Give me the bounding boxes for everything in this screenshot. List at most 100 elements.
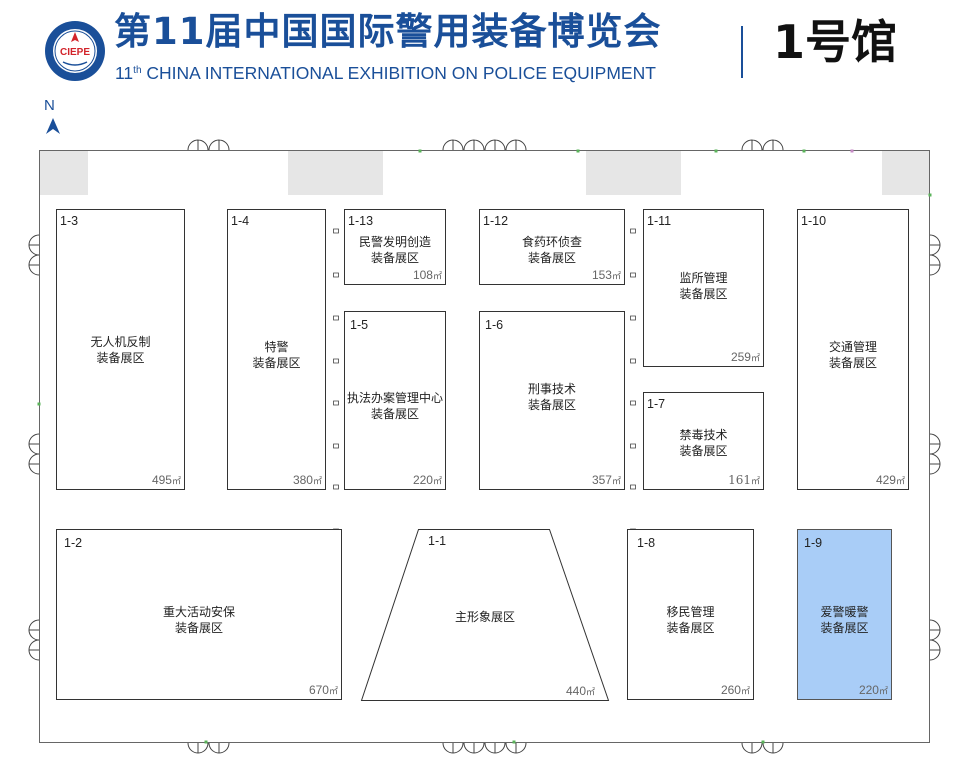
booth-area: 260㎡ [720,683,750,697]
door-icon [505,139,527,151]
door-icon [484,139,506,151]
booth-area: 220㎡ [412,473,442,487]
door-icon [208,139,230,151]
fixture-dot [418,149,422,153]
booth-1-7[interactable]: 1-7 禁毒技术装备展区 161㎡ [643,392,764,490]
booth-id: 1-12 [483,214,509,228]
booth-1-1-outline [360,529,610,701]
aisle-marker-icon [333,228,339,234]
compass-north-label: N [44,97,55,114]
booth-id: 1-13 [348,214,374,228]
booth-area: 161㎡ [728,473,760,487]
aisle-marker-icon [333,484,339,490]
aisle-marker-icon [630,400,636,406]
booth-name: 刑事技术装备展区 [527,381,576,412]
booth-1-13[interactable]: 1-13 民警发明创造装备展区 108㎡ [344,209,446,285]
fixture-dot [714,149,718,153]
fixture-dots [37,149,932,744]
fixture-dot [850,149,854,153]
booth-1-4[interactable]: 1-4 特警装备展区 380㎡ [227,209,326,490]
booth-1-6[interactable]: 1-6 刑事技术装备展区 357㎡ [479,311,625,490]
title-en-text: CHINA INTERNATIONAL EXHIBITION ON POLICE… [146,63,656,83]
door-icon [442,139,464,151]
booth-area: 220㎡ [858,683,888,697]
booth-1-8[interactable]: 1-8 移民管理装备展区 260㎡ [627,529,754,700]
door-icon [762,139,784,151]
door-icon [929,639,941,661]
aisle-marker-icon [630,443,636,449]
booth-name: 民警发明创造装备展区 [358,234,431,265]
wall-block [288,151,383,195]
hall-doors [28,139,941,754]
door-icon [28,453,40,475]
booth-name: 交通管理装备展区 [828,340,877,371]
fixture-dot [761,740,765,744]
fixture-dot [802,149,806,153]
booth-id: 1-11 [647,214,672,228]
booth-area: 670㎡ [308,683,338,697]
fixture-dot [576,149,580,153]
aisle-marker-icon [333,400,339,406]
logo-lettering: CIEPE [60,47,90,58]
booth-id: 1-10 [801,214,827,228]
door-icon [741,139,763,151]
booth-name: 食药环侦查装备展区 [521,234,582,265]
booth-area: 259㎡ [730,350,760,364]
door-icon [741,742,763,754]
fixture-dot [204,740,208,744]
title-en-number: 11 [115,63,134,83]
booth-1-9[interactable]: 1-9 爱警暖警装备展区 220㎡ [797,529,892,700]
aisle-marker-icon [630,358,636,364]
wall-block [40,151,88,195]
booth-id: 1-4 [231,214,250,228]
door-icon [442,742,464,754]
fixture-dot [37,402,41,406]
booth-1-1-id: 1-1 [428,534,447,548]
door-icon [505,742,527,754]
booth-1-12[interactable]: 1-12 食药环侦查装备展区 153㎡ [479,209,625,285]
booth-id: 1-3 [60,214,79,228]
booth-name: 禁毒技术装备展区 [679,427,728,458]
ciepe-logo-icon: CIEPE [45,21,105,81]
door-icon [28,254,40,276]
booth-1-2[interactable]: 1-2 重大活动安保装备展区 670㎡ [56,529,342,700]
booth-id: 1-7 [647,397,666,411]
booth-1-1-area: 440㎡ [566,684,596,698]
door-icon [187,139,209,151]
booth-1-3[interactable]: 1-3 无人机反制装备展区 495㎡ [56,209,185,490]
door-icon [208,742,230,754]
booth-name: 无人机反制装备展区 [90,334,151,365]
door-icon [463,742,485,754]
booth-id: 1-8 [637,536,656,550]
booth-id: 1-2 [64,536,83,550]
door-icon [929,453,941,475]
door-icon [929,254,941,276]
aisle-marker-icon [333,443,339,449]
booth-1-5[interactable]: 1-5 执法办案管理中心装备展区 220㎡ [344,311,446,490]
fixture-dot [928,193,932,197]
booth-1-1[interactable] [360,528,610,702]
booth-name: 移民管理装备展区 [666,604,715,635]
booth-area: 357㎡ [591,473,621,487]
booth-id: 1-9 [804,536,823,550]
booth-area: 153㎡ [591,268,621,282]
booth-name: 监所管理装备展区 [679,271,728,302]
aisle-marker-icon [630,272,636,278]
booth-name: 重大活动安保装备展区 [162,604,235,635]
aisle-marker-icon [630,315,636,321]
booth-1-10[interactable]: 1-10 交通管理装备展区 429㎡ [797,209,909,490]
aisle-marker-icon [333,272,339,278]
booth-name: 特警装备展区 [252,340,301,371]
aisle-marker-icon [333,315,339,321]
door-icon [28,639,40,661]
booth-1-11[interactable]: 1-11 监所管理装备展区 259㎡ [643,209,764,367]
wall-block [586,151,681,195]
hall-label: 1号馆 [773,15,898,69]
booth-id: 1-6 [485,318,504,332]
door-icon [187,742,209,754]
hall-outline [39,150,930,743]
exhibition-title-en: 11th CHINA INTERNATIONAL EXHIBITION ON P… [115,60,656,84]
exhibition-title-cn: 第11届中国国际警用装备博览会 [114,10,662,53]
